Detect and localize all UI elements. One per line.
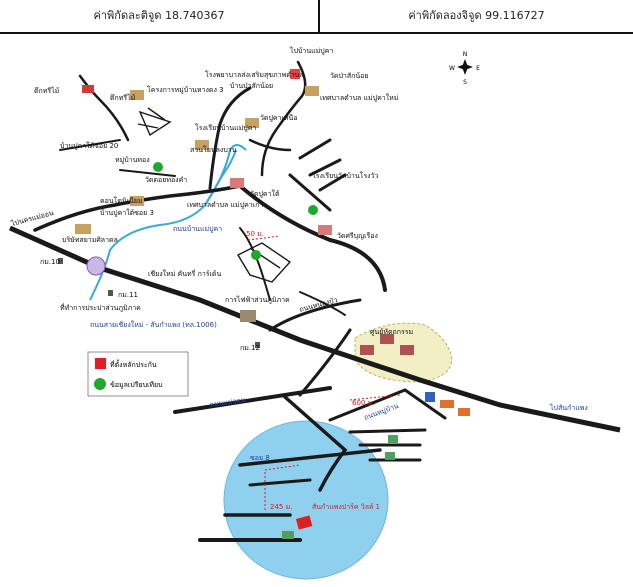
place-label: ไปสันกำแพง <box>549 403 588 412</box>
compass-w: W <box>449 65 455 72</box>
landmark-icons <box>75 69 470 539</box>
place-label: ที่ทำการประปาส่วนภูมิภาค <box>60 303 141 312</box>
place-label: ตึกทรีไม้ <box>34 86 59 95</box>
place-label: โครงการหมู่บ้านหางดง 3 <box>147 85 224 94</box>
longitude-label: ค่าพิกัดลองจิจูด 99.116727 <box>408 9 545 22</box>
place-label: วัดปูคาใต้ <box>250 189 280 198</box>
legend-green-swatch <box>94 378 106 390</box>
km-markers <box>58 258 260 348</box>
target-label: สันกำแพงปาร์ค วิลล์ 1 <box>312 503 380 511</box>
place-label: สวนโยนลงบาน <box>190 145 237 154</box>
distance-label: 600 ม. <box>352 399 374 407</box>
road-label: ถนนหนองบัว <box>298 296 338 314</box>
distance-label: 50 ม. <box>246 230 264 238</box>
river <box>89 144 247 301</box>
place-label: การไฟฟ้าส่วนภูมิภาค <box>225 295 290 304</box>
place-label: วัดป่าสักน้อย <box>330 72 368 80</box>
header-divider <box>318 0 320 34</box>
coordinate-header: ค่าพิกัดละติจูด 18.740367 ค่าพิกัดลองจิจ… <box>0 0 633 34</box>
comparison-marker <box>153 162 163 172</box>
subject-marker <box>295 515 313 530</box>
place-label: โรงเรียนวัดบ้านโรงวัว <box>312 171 378 180</box>
place-label: บ้านปูคาใต้ซอย 3 <box>100 208 154 217</box>
map-legend: ที่ตั้งหลักประกัน ข้อมูลเปรียบเทียบ <box>87 351 189 397</box>
road-network <box>33 60 447 542</box>
place-label: เชียงใหม่ คันทรี่ การ์เด้น <box>148 269 221 278</box>
location-map: N S E W ตึกทรีไม้ ตึกทรีไม้ โครงการหมู่บ… <box>0 34 633 583</box>
river-branch <box>204 149 237 206</box>
place-label: ตึกทรีไม้ <box>110 93 135 102</box>
km-label: กม.12 <box>240 344 260 352</box>
km-label: กม.11 <box>118 291 138 299</box>
road-label: ซอย 8 <box>250 454 270 462</box>
junction-marker <box>86 256 106 276</box>
map-labels: ตึกทรีไม้ ตึกทรีไม้ โครงการหมู่บ้านหางดง… <box>9 46 588 511</box>
place-label: บ้านป่าสักน้อย <box>230 82 273 90</box>
place-label: วัดดอยทองคำ <box>145 176 187 184</box>
comparison-marker <box>308 205 318 215</box>
place-label: โรงพยาบาลส่งเสริมสุขภาพตำบล <box>205 70 303 79</box>
place-label: วัดศรีบุญเรือง <box>337 232 378 240</box>
place-label: โรงเรียนบ้านแม่ปูคา <box>195 123 256 132</box>
compass-e: E <box>476 65 480 72</box>
place-label: คอนโดมิเนียม <box>100 196 143 205</box>
legend-red-label: ที่ตั้งหลักประกัน <box>110 358 157 369</box>
distance-line-50 <box>247 235 281 241</box>
compass: N S E W <box>449 51 480 86</box>
comparison-markers <box>153 162 318 260</box>
place-label: บ้านปูคาใต้ซอย 20 <box>60 141 118 150</box>
compass-s: S <box>463 79 467 86</box>
legend-red-swatch <box>95 358 106 369</box>
compass-n: N <box>463 51 468 58</box>
place-label: ศูนย์หัตถกรรม <box>370 328 413 336</box>
place-label: บริษัทสยามศิลาดล <box>62 236 118 244</box>
km-label: กม.10 <box>40 258 60 266</box>
comparison-marker <box>251 250 261 260</box>
map-canvas: N S E W ตึกทรีไม้ ตึกทรีไม้ โครงการหมู่บ… <box>8 46 621 580</box>
latitude-label: ค่าพิกัดละติจูด 18.740367 <box>93 9 225 22</box>
place-label: วัดปูคาเหนือ <box>260 114 298 122</box>
place-label: หมู่บ้านทอง <box>115 156 150 164</box>
place-label: ไปบ้านแม่ปูคา <box>289 46 333 55</box>
road-label: ถนนสายเชียงใหม่ - สันกำแพง (ทล.1006) <box>90 320 217 329</box>
distance-line-600 <box>349 394 401 401</box>
road-label: ถนนแม่ออน <box>209 396 246 409</box>
distance-line-245 <box>264 464 301 510</box>
distance-label: 245 ม. <box>270 503 292 511</box>
place-label: เทศบาลตำบล แม่ปูคาเก่า <box>187 201 263 209</box>
place-label: ถนนบ้านแม่ปูคา <box>173 225 222 233</box>
place-label: เทศบาลตำบล แม่ปูคาใหม่ <box>320 93 398 102</box>
legend-green-label: ข้อมูลเปรียบเทียบ <box>110 381 163 389</box>
